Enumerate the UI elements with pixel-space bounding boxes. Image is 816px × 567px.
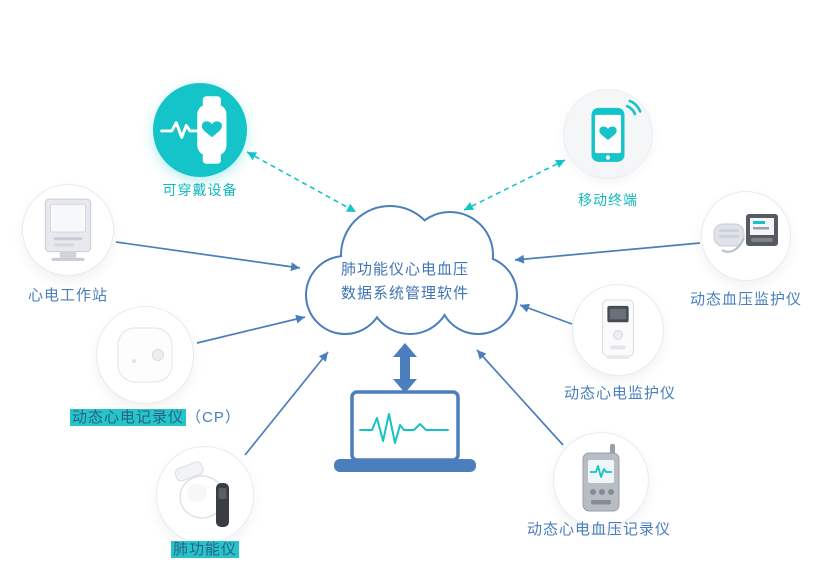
cloud-title-line1: 肺功能仪心电血压 [340,261,469,278]
ecg-bp-recorder-image [582,444,620,512]
abp-monitor-label: 动态血压监护仪 [689,291,802,308]
ecg-workstation-node [23,185,113,275]
ecg-bp-recorder-cloud-arrow [476,349,564,446]
wearable-label: 可穿戴设备 [162,182,238,198]
abp-monitor-node [702,192,790,280]
cp-recorder-cloud-arrow [196,314,306,344]
mobile-terminal-node [564,90,652,178]
mobile-cloud-arrow [463,159,566,211]
smartphone-icon [591,99,642,162]
terminal-ecg-trace [359,413,449,444]
spirometer-label: 肺功能仪 [157,538,253,559]
spirometer-label-highlight: 肺功能仪 [170,541,239,558]
holter-monitor-node [573,285,663,375]
spirometer-node [157,447,253,543]
abp-monitor-image [713,214,778,253]
abp-monitor-cloud-arrow [514,242,701,264]
ecg-workstation-image [44,198,92,261]
cp-recorder-node [97,307,193,403]
holter-monitor-image [602,299,634,359]
cp-recorder-label-suffix: （CP） [186,409,241,426]
wearable-cloud-arrow [246,151,357,213]
cp-recorder-label-highlight: 动态心电记录仪 [70,409,187,426]
cloud-title: 肺功能仪心电血压 数据系统管理软件 [298,258,512,306]
wearable-device-node [153,83,247,177]
holter-monitor-cloud-arrow [519,303,573,325]
holter-monitor-label: 动态心电监护仪 [564,385,677,402]
terminal-laptop-image [334,390,476,472]
workstation-cloud-arrow [115,241,301,272]
ecg-workstation-label: 心电工作站 [27,287,108,304]
mobile-terminal-label: 移动终端 [578,192,638,208]
cp-recorder-label: 动态心电记录仪（CP） [70,406,240,427]
spirometer-cloud-arrow [244,351,329,456]
ecg-bp-recorder-label: 动态心电血压记录仪 [526,521,671,538]
smartwatch-icon [160,96,227,164]
ecg-bp-recorder-node [554,433,648,527]
spirometer-image [174,461,229,527]
cp-recorder-image [117,327,173,383]
cloud-terminal-double-arrow [393,343,417,393]
cloud-title-line2: 数据系统管理软件 [340,285,469,302]
